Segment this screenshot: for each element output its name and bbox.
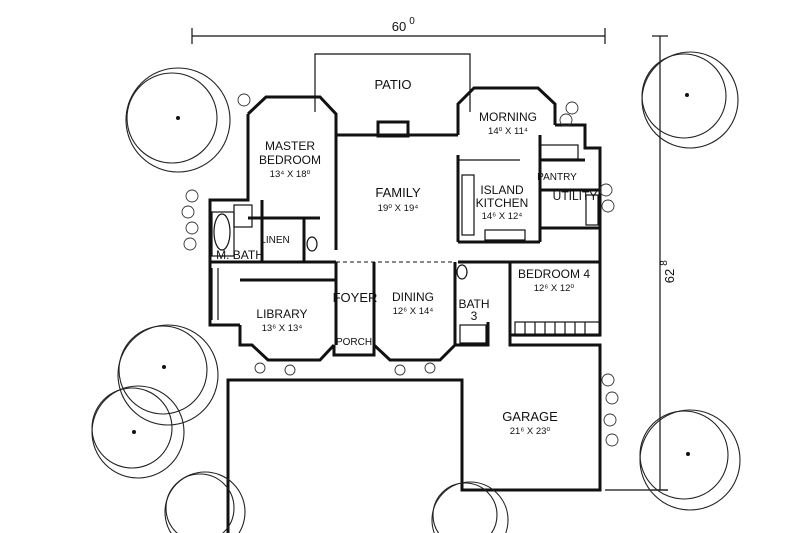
morning-size: 14⁰ X 11⁴ — [488, 126, 528, 137]
dimension-lines — [191, 28, 668, 491]
utility-label: UTILITY — [553, 189, 598, 203]
island-kitchen-label-line2: KITCHEN — [476, 196, 529, 210]
interior-walls — [210, 135, 600, 345]
openings — [336, 261, 455, 345]
room-utility: UTILITY — [553, 189, 598, 203]
room-foyer: FOYER — [333, 290, 378, 305]
room-island-kitchen: ISLAND KITCHEN 14⁶ X 12⁴ — [476, 183, 529, 222]
garage-size: 21⁶ X 23⁰ — [510, 426, 551, 437]
garage-walls — [226, 335, 602, 533]
bedroom4-size: 12⁶ X 12⁰ — [534, 283, 575, 294]
dining-size: 12⁶ X 14⁴ — [393, 306, 434, 317]
family-label: FAMILY — [375, 185, 421, 200]
bath3-label-line2: 3 — [471, 309, 478, 323]
fireplace — [376, 120, 410, 138]
room-pantry: PANTRY — [537, 172, 577, 183]
room-porch: PORCH — [336, 337, 372, 348]
master-bedroom-size: 13⁴ X 18⁰ — [270, 169, 311, 180]
bath3-label-line1: BATH — [458, 297, 489, 311]
linen-label: LINEN — [260, 235, 289, 246]
family-size: 19⁰ X 19⁴ — [378, 203, 419, 214]
room-m-bath: M. BATH — [216, 248, 264, 262]
porch-label: PORCH — [336, 337, 372, 348]
width-dimension-value: 60 — [392, 19, 406, 34]
tree-icon — [431, 481, 509, 533]
room-library: LIBRARY 13⁶ X 13⁴ — [256, 307, 307, 334]
patio-label: PATIO — [374, 77, 411, 92]
depth-dimension: 62 8 — [659, 260, 677, 283]
depth-dimension-sup: 8 — [659, 260, 670, 266]
tree-icon — [125, 67, 231, 173]
m-bath-label: M. BATH — [216, 248, 264, 262]
stairs — [514, 321, 601, 337]
tree-icon — [117, 324, 219, 426]
room-family: FAMILY 19⁰ X 19⁴ — [375, 185, 421, 214]
island-kitchen-label-line1: ISLAND — [480, 183, 524, 197]
room-patio: PATIO — [374, 77, 411, 92]
room-master-bedroom: MASTER BEDROOM 13⁴ X 18⁰ — [259, 139, 321, 180]
room-garage: GARAGE 21⁶ X 23⁰ — [502, 409, 558, 437]
master-bedroom-label-line2: BEDROOM — [259, 153, 321, 167]
island-kitchen-size: 14⁶ X 12⁴ — [482, 211, 523, 222]
room-dining: DINING 12⁶ X 14⁴ — [392, 290, 434, 317]
shrubs — [181, 93, 619, 447]
room-linen: LINEN — [260, 235, 289, 246]
room-bath3: BATH 3 — [458, 297, 489, 323]
width-dimension-sup: 0 — [409, 16, 415, 27]
tree-icon — [164, 471, 246, 533]
kitchen-fixtures — [458, 144, 599, 241]
trees — [91, 51, 741, 533]
bedroom4-label: BEDROOM 4 — [518, 267, 590, 281]
library-label: LIBRARY — [256, 307, 307, 321]
garage-label: GARAGE — [502, 409, 558, 424]
depth-dimension-value: 62 — [662, 269, 677, 283]
room-bedroom4: BEDROOM 4 12⁶ X 12⁰ — [518, 267, 590, 294]
tree-icon — [641, 51, 739, 149]
patio-area — [314, 53, 471, 112]
bath-fixtures — [211, 204, 487, 344]
foyer-label: FOYER — [333, 290, 378, 305]
morning-label: MORNING — [479, 110, 537, 124]
width-dimension: 60 0 — [392, 16, 415, 34]
master-bedroom-label-line1: MASTER — [265, 139, 315, 153]
pantry-label: PANTRY — [537, 172, 577, 183]
tree-icon — [639, 409, 741, 511]
room-morning: MORNING 14⁰ X 11⁴ — [479, 110, 537, 137]
library-size: 13⁶ X 13⁴ — [262, 323, 303, 334]
tree-icon — [91, 385, 185, 479]
dining-label: DINING — [392, 290, 434, 304]
